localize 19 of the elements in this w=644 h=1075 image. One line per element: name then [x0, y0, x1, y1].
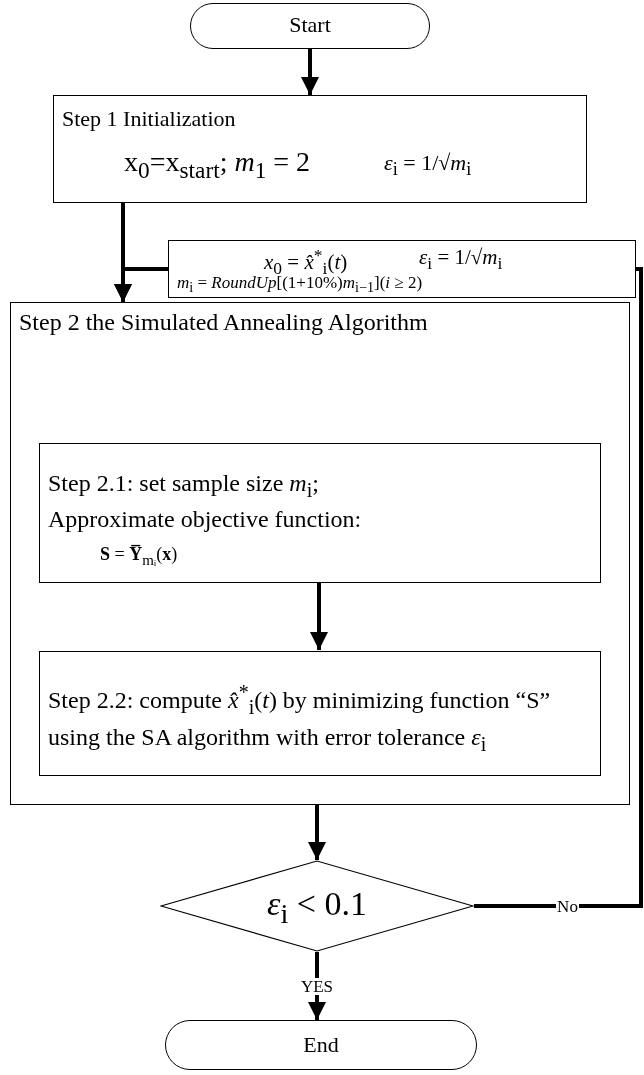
formula: Approximate objective function:	[48, 506, 362, 534]
decision-diamond	[160, 860, 474, 952]
process-box	[168, 240, 636, 298]
node-text: Step 2 the Simulated Annealing Algorithm	[19, 309, 428, 337]
process-box	[39, 443, 601, 583]
edge-label: YES	[299, 977, 335, 995]
formula: ε$_{i}$ = 1/√m$_{i}$	[419, 245, 503, 274]
node-text: End	[302, 1032, 340, 1058]
formula: x$_{0}$=x$_{start}$; m$_{1}$ = 2	[124, 146, 311, 184]
group-box	[10, 302, 630, 805]
step-heading: Step 1 Initialization	[62, 106, 236, 132]
formula: ε$_{i}$ = 1/√m$_{i}$	[384, 150, 472, 181]
node-text: Start	[288, 12, 332, 38]
formula: S = Y̅$_{mᵢ}$(x)	[100, 544, 178, 569]
process-box	[53, 95, 587, 203]
node-text: Step 2.2: compute x̂$^{*}$$_{i}$(t) by minimizing function “S” using the SA algorithm with error tolerance ε$_{i}$	[48, 680, 552, 757]
step-heading: Step 2.1: set sample size m$_{i}$;	[48, 470, 319, 502]
formula: ε$_{i}$ < 0.1	[266, 884, 368, 931]
process-box	[39, 651, 601, 776]
